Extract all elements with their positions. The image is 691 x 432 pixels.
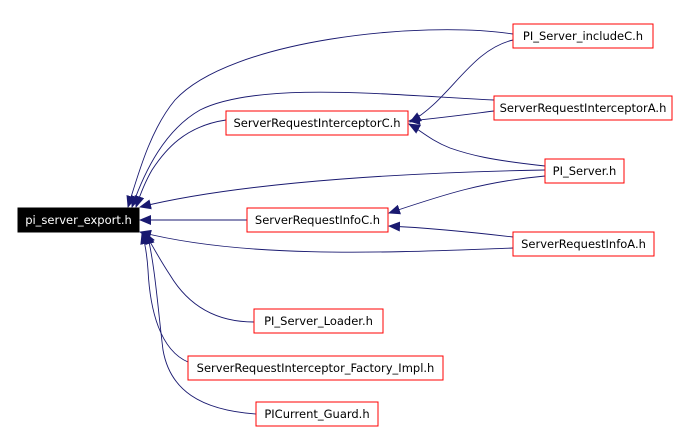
node-label: ServerRequestInterceptorC.h [233,116,400,130]
node-label: ServerRequestInfoA.h [521,237,646,251]
edge-n8-root [140,232,189,363]
edge-n1-root [126,29,514,208]
node-label: ServerRequestInterceptorA.h [500,101,667,115]
edge-n2-root [130,91,495,208]
node-box [512,23,654,49]
edge-n9-root [144,232,257,415]
node-label: PI_Server_Loader.h [264,314,373,328]
node-label: PICurrent_Guard.h [264,407,369,421]
node-label: ServerRequestInterceptor_Factory_Impl.h [197,361,435,375]
node-box [493,95,673,121]
edge-n2-n3 [408,110,495,125]
node-n1[interactable]: PI_Server_includeC.h [512,23,654,49]
edge-n6-n5 [388,221,514,238]
root-node[interactable]: pi_server_export.h [17,207,140,233]
edge-n4-n5 [388,175,546,215]
node-label: PI_Server_includeC.h [523,29,643,43]
root-node-box [17,207,140,233]
edge-n6-root [139,229,514,253]
edges [126,29,546,415]
node-box [512,231,655,257]
node-n5[interactable]: ServerRequestInfoC.h [246,207,389,233]
node-box [187,355,444,381]
node-n8[interactable]: ServerRequestInterceptor_Factory_Impl.h [187,355,444,381]
node-n9[interactable]: PICurrent_Guard.h [255,401,379,427]
node-box [544,158,625,184]
node-n4[interactable]: PI_Server.h [544,158,625,184]
edge-n4-root [139,169,546,210]
edge-n4-n3 [408,123,546,167]
node-n3[interactable]: ServerRequestInterceptorC.h [225,110,409,136]
edge-n7-root [144,232,255,323]
root-node-label: pi_server_export.h [25,213,132,227]
node-box [246,207,389,233]
edge-n3-root [134,119,227,208]
node-n2[interactable]: ServerRequestInterceptorA.h [493,95,673,121]
node-n7[interactable]: PI_Server_Loader.h [253,308,384,334]
node-label: ServerRequestInfoC.h [255,213,380,227]
edge-n1-n3 [409,39,514,123]
nodes: pi_server_export.h PI_Server_includeC.hSe… [17,23,673,427]
node-box [255,401,379,427]
node-box [225,110,409,136]
node-n6[interactable]: ServerRequestInfoA.h [512,231,655,257]
node-box [253,308,384,334]
node-label: PI_Server.h [553,164,617,178]
